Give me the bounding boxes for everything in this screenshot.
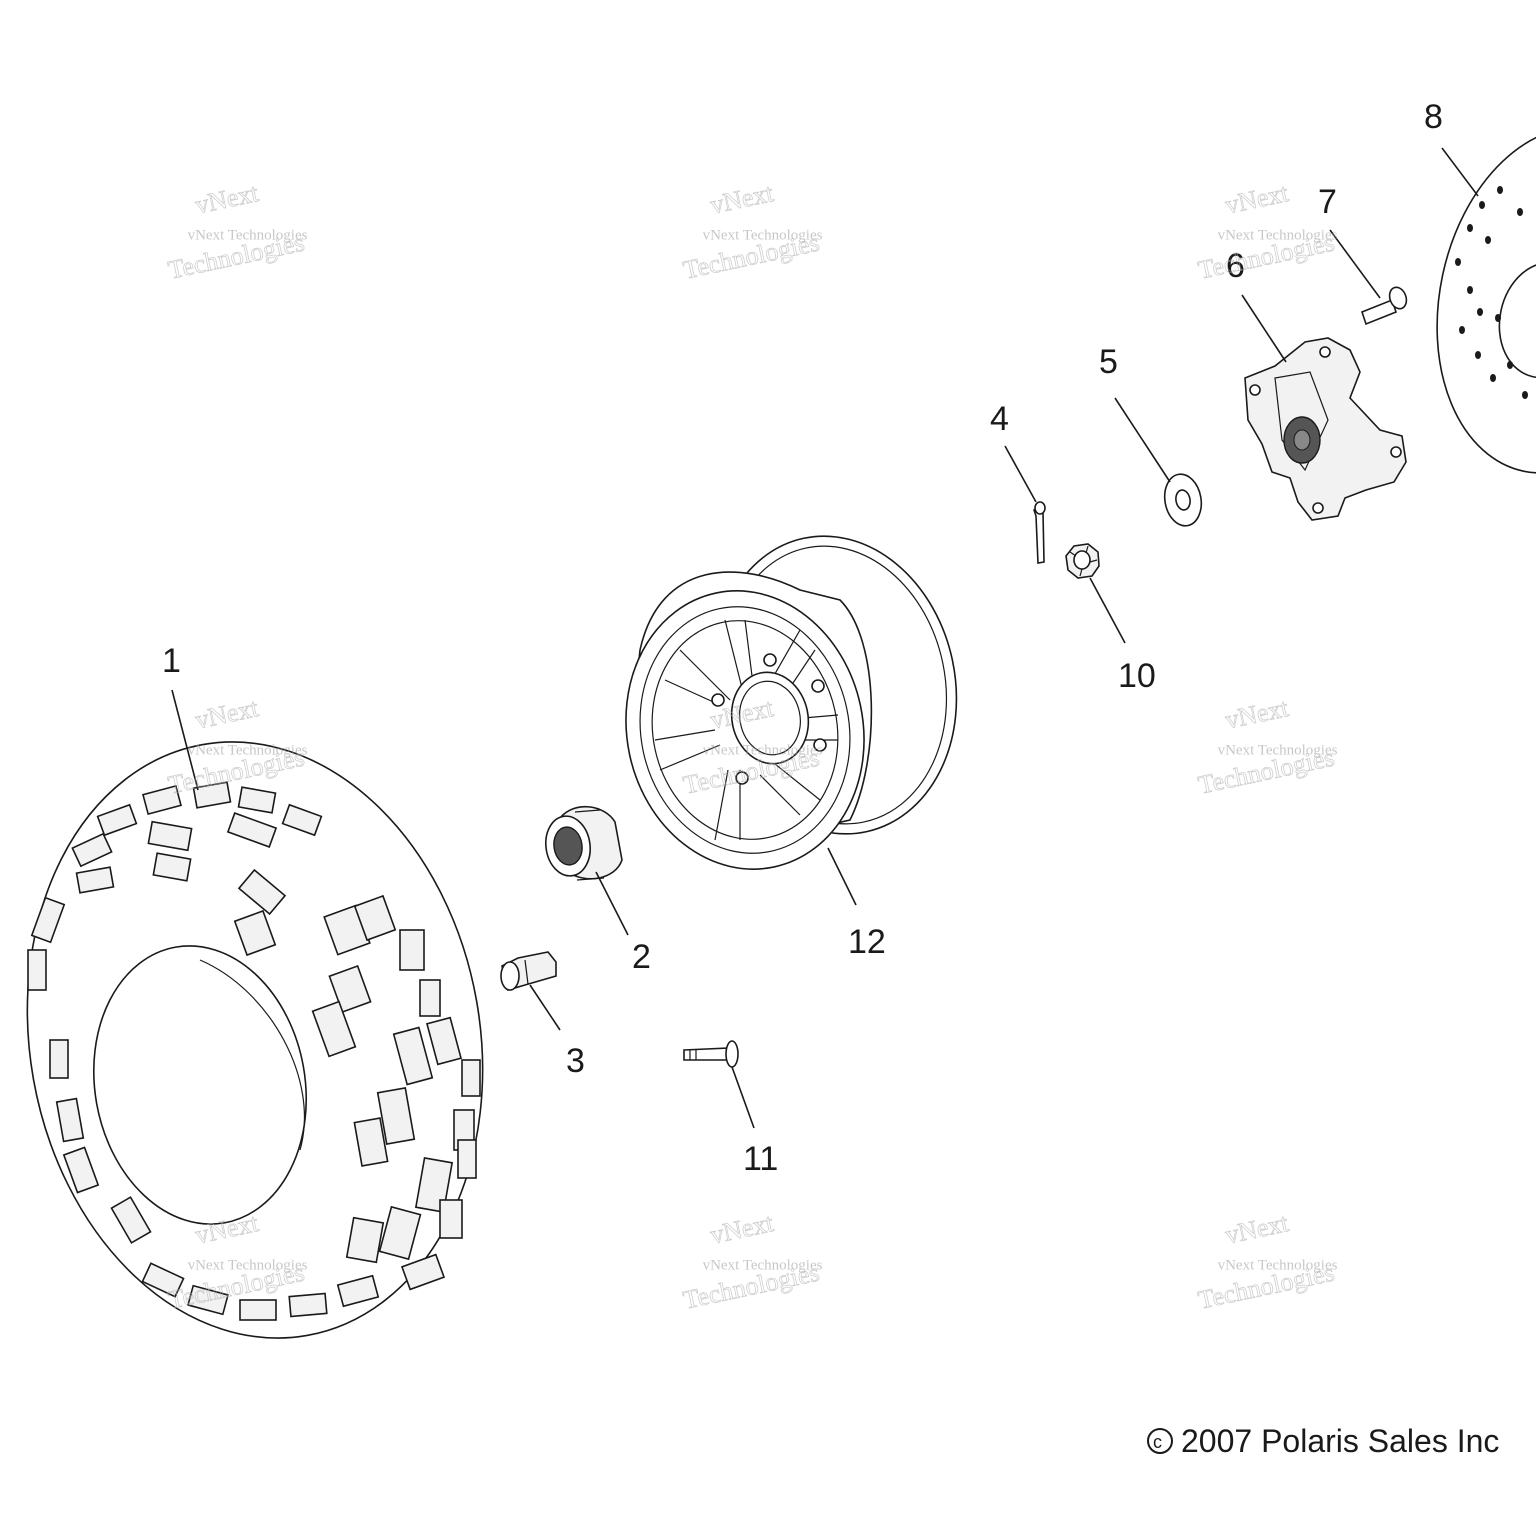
watermark-top-left: vNext vNext Technologies Technologies bbox=[165, 178, 308, 286]
part-3-lug-nut bbox=[500, 951, 557, 992]
svg-text:vNext Technologies: vNext Technologies bbox=[703, 1257, 823, 1273]
svg-text:vNext: vNext bbox=[193, 178, 262, 220]
watermark-mid-right: vNext vNext Technologies Technologies bbox=[1195, 693, 1338, 801]
copyright-notice: c 2007 Polaris Sales Inc bbox=[1147, 1423, 1499, 1459]
callout-numbers: 1 2 3 4 5 6 7 8 10 11 12 bbox=[162, 98, 1443, 1178]
copyright-symbol-icon bbox=[1147, 1428, 1173, 1454]
part-8-brake-disc bbox=[1436, 126, 1536, 474]
watermark-bottom-center: vNext vNext Technologies Technologies bbox=[680, 1208, 823, 1316]
svg-text:vNext: vNext bbox=[1223, 1208, 1292, 1250]
svg-text:vNext Technologies: vNext Technologies bbox=[703, 742, 823, 758]
leader-lines bbox=[171, 147, 1479, 1129]
part-12-wheel-rim bbox=[625, 535, 958, 870]
part-11-bolt bbox=[683, 1040, 739, 1068]
part-7-wheel-stud bbox=[1361, 286, 1408, 326]
copyright-symbol-letter: c bbox=[1153, 1432, 1162, 1452]
svg-text:vNext Technologies: vNext Technologies bbox=[1218, 1257, 1338, 1273]
svg-text:vNext: vNext bbox=[708, 178, 777, 220]
callout-10: 10 bbox=[1118, 657, 1156, 695]
watermark-bottom-left: vNext vNext Technologies Technologies bbox=[165, 1208, 308, 1316]
svg-text:vNext Technologies: vNext Technologies bbox=[703, 227, 823, 243]
svg-text:vNext Technologies: vNext Technologies bbox=[1218, 742, 1338, 758]
svg-text:vNext Technologies: vNext Technologies bbox=[188, 742, 308, 758]
callout-2: 2 bbox=[632, 938, 651, 976]
svg-text:vNext Technologies: vNext Technologies bbox=[188, 227, 308, 243]
callout-8: 8 bbox=[1424, 98, 1443, 136]
svg-text:vNext: vNext bbox=[1223, 178, 1292, 220]
callout-4: 4 bbox=[990, 400, 1009, 438]
svg-text:vNext: vNext bbox=[708, 1208, 777, 1250]
svg-text:vNext Technologies: vNext Technologies bbox=[1218, 227, 1338, 243]
copyright-text: 2007 Polaris Sales Inc bbox=[1181, 1423, 1499, 1459]
svg-text:vNext: vNext bbox=[1223, 693, 1292, 735]
part-5-washer bbox=[1163, 473, 1203, 527]
svg-text:vNext: vNext bbox=[193, 693, 262, 735]
part-6-wheel-hub bbox=[1244, 337, 1407, 521]
callout-3: 3 bbox=[566, 1042, 585, 1080]
part-2-center-cap bbox=[545, 805, 623, 881]
part-10-castle-nut bbox=[1065, 543, 1100, 579]
callout-1: 1 bbox=[162, 642, 181, 680]
callout-7: 7 bbox=[1318, 183, 1337, 221]
callout-5: 5 bbox=[1099, 343, 1118, 381]
callout-11: 11 bbox=[743, 1140, 778, 1178]
watermark-top-center: vNext vNext Technologies Technologies bbox=[680, 178, 823, 286]
callout-12: 12 bbox=[848, 923, 886, 961]
watermark-bottom-right: vNext vNext Technologies Technologies bbox=[1195, 1208, 1338, 1316]
part-4-cotter-pin bbox=[1033, 501, 1046, 564]
callout-6: 6 bbox=[1226, 247, 1245, 285]
part-1-tire bbox=[26, 741, 484, 1339]
svg-text:vNext Technologies: vNext Technologies bbox=[188, 1257, 308, 1273]
